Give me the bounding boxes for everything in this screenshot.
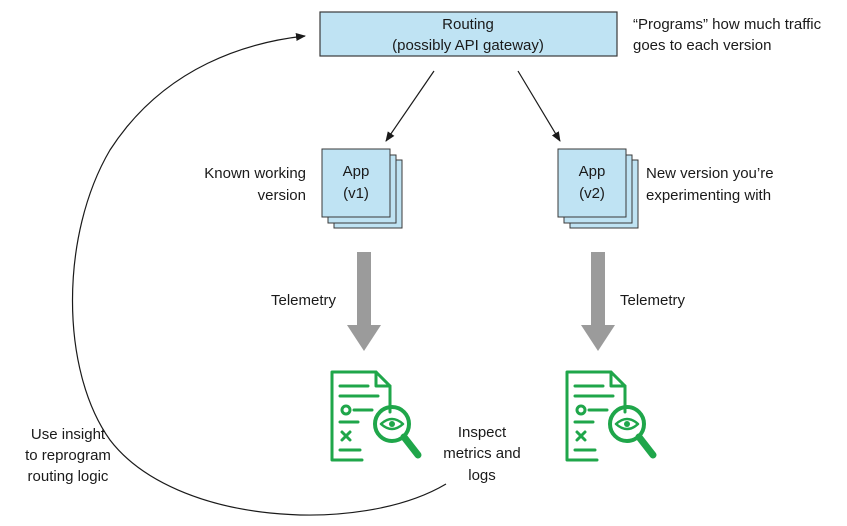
routing-subtitle: (possibly API gateway) [392,37,544,54]
app-v2-caption-line1: New version you’re [646,165,774,182]
app-v2-line1: App [579,163,606,180]
route-arrow-v1 [385,70,435,142]
telemetry-label-right: Telemetry [620,292,686,309]
route-arrow-v2 [517,70,561,142]
routing-title: Routing [442,16,494,33]
app-v1-line1: App [343,163,370,180]
feedback-line1: Use insight [31,426,106,443]
app-v1-stack: App (v1) [321,148,403,229]
feedback-loop-arrow [71,33,447,516]
app-v2-line2: (v2) [579,185,605,202]
app-v1-line2: (v1) [343,185,369,202]
telemetry-arrow-left [347,252,381,351]
report-magnifier-icon [565,370,657,462]
routing-box: Routing (possibly API gateway) [319,11,618,57]
telemetry-label-left: Telemetry [271,292,337,309]
app-v2-stack: App (v2) [557,148,639,229]
inspect-line3: logs [468,467,496,484]
feedback-line2: to reprogram [25,447,111,464]
report-magnifier-icon [330,370,422,462]
routing-note-line1: “Programs” how much traffic [633,16,822,33]
telemetry-arrow-right [581,252,615,351]
app-v2-caption-line2: experimenting with [646,187,771,204]
app-v1-caption-line2: version [258,187,306,204]
routing-note-line2: goes to each version [633,37,771,54]
inspect-line1: Inspect [458,424,507,441]
inspect-line2: metrics and [443,445,521,462]
feedback-line3: routing logic [28,468,109,485]
app-v1-caption-line1: Known working [204,165,306,182]
